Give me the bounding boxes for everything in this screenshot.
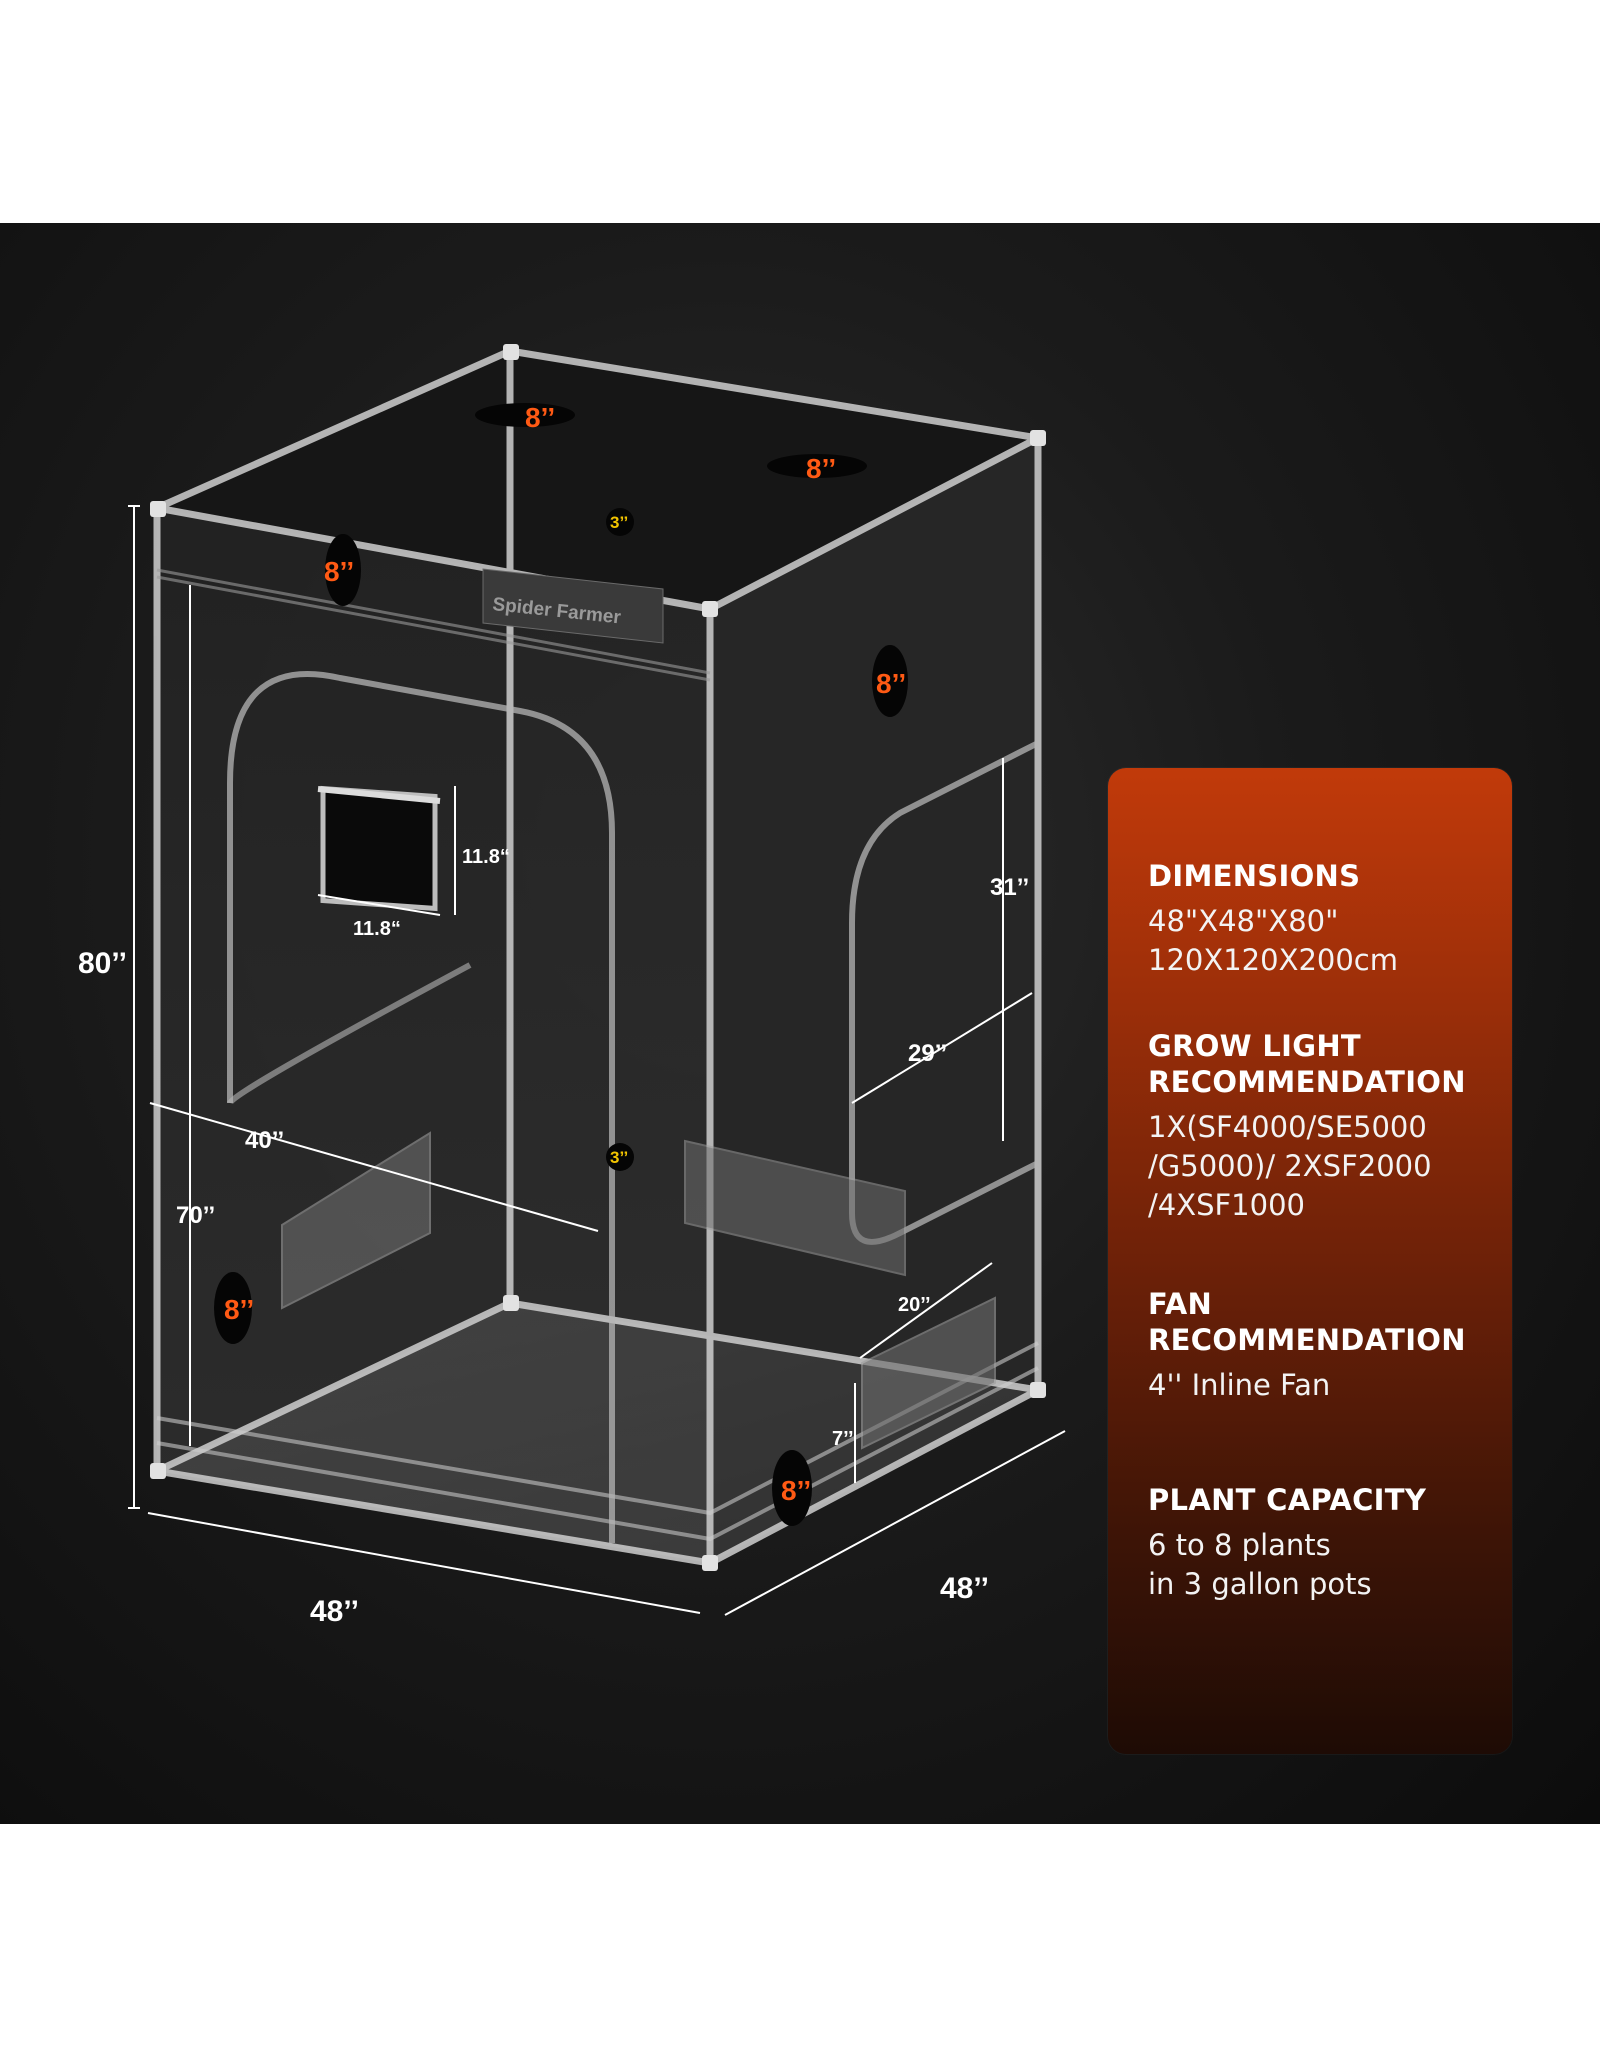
front-door-zipper bbox=[227, 962, 472, 1105]
spec-fan-value: 4'' Inline Fan bbox=[1148, 1366, 1490, 1405]
spec-fan: FAN RECOMMENDATION 4'' Inline Fan bbox=[1148, 1286, 1490, 1405]
label-window-width: 11.8“ bbox=[353, 918, 401, 940]
spec-plant-capacity-line-1: 6 to 8 plants bbox=[1148, 1528, 1331, 1562]
label-side-door-height: 31’’ bbox=[990, 874, 1029, 901]
spec-fan-line-1: 4'' Inline Fan bbox=[1148, 1368, 1331, 1402]
specifications-panel: DIMENSIONS 48"X48"X80" 120X120X200cm GRO… bbox=[1108, 768, 1512, 1754]
label-side-vent-width: 20’’ bbox=[898, 1294, 931, 1316]
label-tent-width-front: 48’’ bbox=[310, 1595, 359, 1628]
spec-dimensions: DIMENSIONS 48"X48"X80" 120X120X200cm bbox=[1148, 858, 1490, 980]
front-door-outline bbox=[227, 671, 615, 1543]
port-label-front-lower: 8’’ bbox=[224, 1294, 254, 1325]
port-label-front-upper: 8’’ bbox=[324, 556, 354, 587]
viewing-window bbox=[320, 785, 438, 912]
brand-plate bbox=[482, 568, 664, 644]
spec-plant-capacity: PLANT CAPACITY 6 to 8 plants in 3 gallon… bbox=[1148, 1482, 1490, 1604]
tent-side-face bbox=[710, 438, 1038, 1563]
tent-frame-inner bbox=[156, 568, 711, 682]
port-small-middle bbox=[606, 1143, 634, 1171]
label-window-height: 11.8“ bbox=[462, 846, 510, 868]
label-door-width: 40’’ bbox=[245, 1127, 284, 1154]
spec-dimensions-title: DIMENSIONS bbox=[1148, 859, 1361, 893]
spec-plant-capacity-value: 6 to 8 plants in 3 gallon pots bbox=[1148, 1526, 1490, 1604]
label-tent-width-side: 48’’ bbox=[940, 1572, 989, 1605]
port-labels: 8’’ 8’’ 8’’ 8’’ 8’’ 8’’ 3’’ 3’’ bbox=[224, 402, 906, 1506]
port-label-small-top: 3’’ bbox=[610, 513, 628, 532]
label-door-height: 70’’ bbox=[176, 1202, 215, 1229]
spec-dimensions-line-1: 48"X48"X80" bbox=[1148, 904, 1339, 938]
port-front-upper bbox=[325, 534, 361, 606]
spec-fan-title-line-1: FAN bbox=[1148, 1287, 1213, 1321]
port-small-top bbox=[606, 508, 634, 536]
spec-grow-light-value: 1X(SF4000/SE5000 /G5000)/ 2XSF2000 /4XSF… bbox=[1148, 1108, 1490, 1225]
ports-3-inch bbox=[606, 508, 634, 1171]
port-top-right bbox=[767, 454, 867, 478]
product-diagram-canvas: 80’’ 70’’ 40’’ 11.8“ 11.8“ 31’’ 29’’ 20’… bbox=[0, 223, 1600, 1824]
side-vent-panel-upper bbox=[684, 1139, 906, 1277]
port-front-lower bbox=[214, 1272, 252, 1344]
tent-top-face bbox=[157, 351, 1038, 609]
label-side-vent-height: 7’’ bbox=[832, 1428, 854, 1450]
label-side-door-width: 29’’ bbox=[908, 1040, 947, 1067]
port-label-side-upper: 8’’ bbox=[876, 668, 906, 699]
spec-grow-light-line-3: /4XSF1000 bbox=[1148, 1188, 1305, 1222]
spec-dimensions-value: 48"X48"X80" 120X120X200cm bbox=[1148, 902, 1490, 980]
spec-fan-title: FAN RECOMMENDATION bbox=[1148, 1286, 1490, 1358]
grow-tent-diagram: 80’’ 70’’ 40’’ 11.8“ 11.8“ 31’’ 29’’ 20’… bbox=[78, 344, 1066, 1628]
frame-corner-connectors bbox=[150, 344, 1046, 1571]
spec-plant-capacity-line-2: in 3 gallon pots bbox=[1148, 1567, 1372, 1601]
spec-grow-light-title: GROW LIGHT RECOMMENDATION bbox=[1148, 1028, 1490, 1100]
port-label-small-middle: 3’’ bbox=[610, 1148, 628, 1167]
port-label-side-lower: 8’’ bbox=[781, 1475, 811, 1506]
viewing-window-rod bbox=[317, 786, 441, 804]
spec-grow-light-line-2: /G5000)/ 2XSF2000 bbox=[1148, 1149, 1432, 1183]
label-tent-height: 80’’ bbox=[78, 947, 127, 980]
spec-dimensions-line-2: 120X120X200cm bbox=[1148, 943, 1398, 977]
dimension-lines bbox=[128, 505, 1066, 1616]
side-vent-panel-lower bbox=[861, 1296, 996, 1450]
port-label-top-right: 8’’ bbox=[806, 453, 836, 484]
port-top-left bbox=[475, 403, 575, 427]
dimension-labels: 80’’ 70’’ 40’’ 11.8“ 11.8“ 31’’ 29’’ 20’… bbox=[78, 846, 1029, 1628]
spec-grow-light: GROW LIGHT RECOMMENDATION 1X(SF4000/SE50… bbox=[1148, 1028, 1490, 1225]
spec-fan-title-line-2: RECOMMENDATION bbox=[1148, 1323, 1466, 1357]
spec-plant-capacity-title: PLANT CAPACITY bbox=[1148, 1483, 1427, 1517]
front-vent-panel bbox=[281, 1131, 431, 1310]
spec-grow-light-line-1: 1X(SF4000/SE5000 bbox=[1148, 1110, 1427, 1144]
ports-8-inch bbox=[214, 403, 908, 1526]
port-label-top-left: 8’’ bbox=[525, 402, 555, 433]
port-side-upper bbox=[872, 645, 908, 717]
tent-frame bbox=[153, 347, 1042, 1567]
port-side-lower bbox=[772, 1450, 812, 1526]
spec-grow-light-title-line-1: GROW LIGHT bbox=[1148, 1029, 1361, 1063]
tent-front-face bbox=[157, 508, 710, 1563]
spec-grow-light-title-line-2: RECOMMENDATION bbox=[1148, 1065, 1466, 1099]
